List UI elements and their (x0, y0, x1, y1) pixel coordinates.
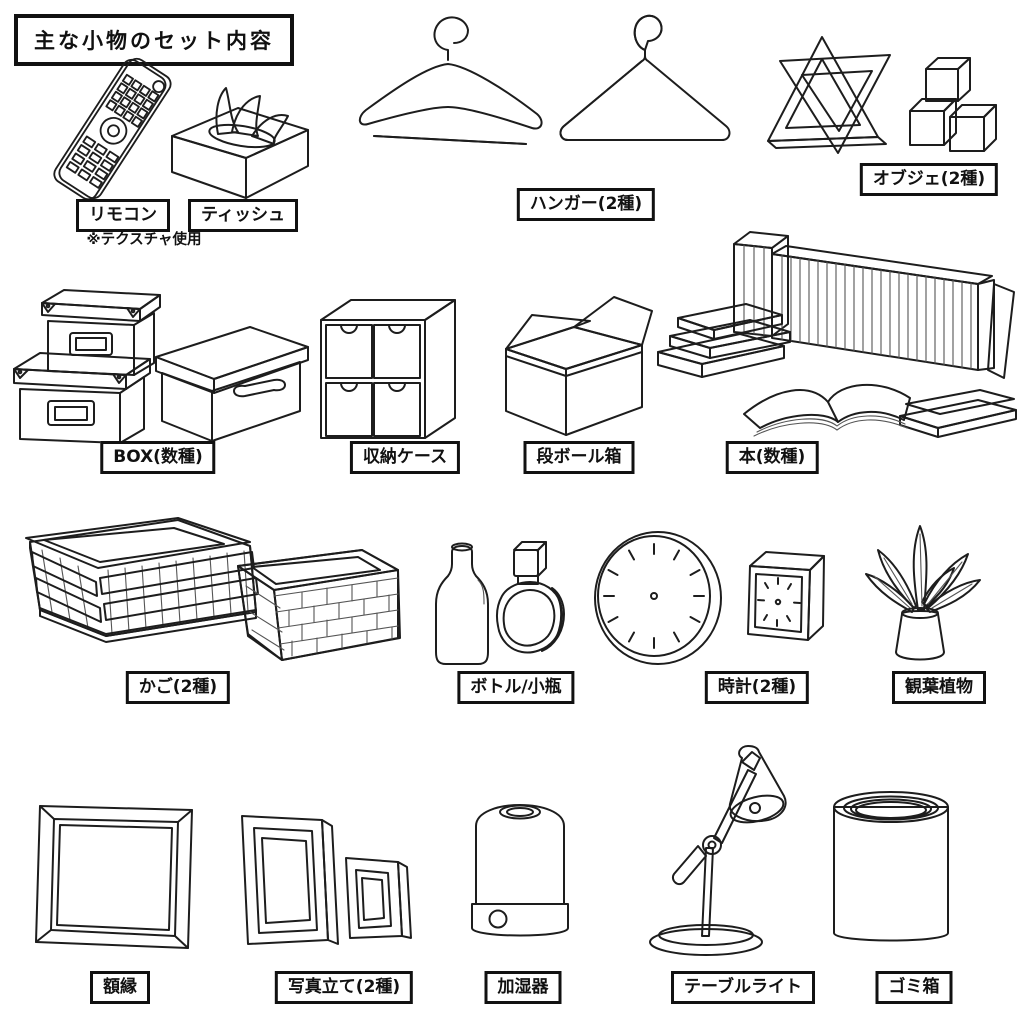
objets-illustration (767, 36, 997, 154)
picture-frame-illustration (35, 805, 193, 949)
item-label-table-light: テーブルライト (671, 971, 815, 1004)
item-clocks (590, 528, 830, 670)
item-label-cardboard: 段ボール箱 (523, 441, 635, 474)
item-label-hanger: ハンガー(2種) (516, 188, 656, 221)
item-table-lamp (636, 718, 796, 963)
item-remote (52, 48, 176, 210)
item-baskets (12, 512, 402, 670)
baskets-illustration (25, 517, 401, 661)
item-label-tissue: ティッシュ (188, 199, 298, 232)
item-boxes (8, 283, 313, 445)
item-drawer-case (313, 290, 465, 442)
item-hanger-wood (348, 10, 553, 182)
item-label-trash: ゴミ箱 (875, 971, 953, 1004)
item-note-remote: ※テクスチャ使用 (86, 232, 202, 248)
hangers-illustration (358, 16, 543, 145)
item-objets (760, 25, 1000, 165)
drawer-case-illustration (320, 299, 456, 439)
item-cardboard (492, 295, 657, 437)
item-bottles (418, 520, 573, 668)
item-books (648, 220, 1018, 438)
bottles-illustration (435, 541, 565, 665)
item-label-clock: 時計(2種) (704, 671, 810, 704)
item-frame (26, 796, 201, 958)
storage-boxes-illustration (13, 289, 309, 444)
item-label-books: 本(数種) (725, 441, 819, 474)
wire-hanger-illustration (559, 14, 731, 141)
photo-stands-illustration (241, 815, 412, 945)
page-title: 主な小物のセット内容 (14, 14, 294, 66)
trash-can-illustration (833, 791, 949, 942)
remote-illustration (53, 57, 172, 201)
item-humidifier (466, 782, 574, 957)
item-label-frame: 額縁 (90, 971, 150, 1004)
item-photo-stands (230, 810, 415, 960)
item-label-humidifier: 加湿器 (484, 971, 562, 1004)
item-label-photo-stand: 写真立て(2種) (274, 971, 414, 1004)
humidifier-illustration (471, 804, 569, 937)
clocks-illustration (594, 531, 825, 665)
item-tissue (160, 78, 318, 202)
item-label-objet: オブジェ(2種) (859, 163, 999, 196)
item-plant (850, 502, 995, 672)
item-label-plant: 観葉植物 (892, 671, 986, 704)
table-lamp-illustration (649, 745, 787, 956)
houseplant-illustration (865, 525, 981, 661)
item-label-basket: かご(2種) (125, 671, 231, 704)
item-trash-can (826, 775, 956, 960)
cardboard-box-illustration (505, 296, 653, 436)
item-label-box: BOX(数種) (100, 441, 216, 474)
books-illustration (657, 231, 1017, 438)
item-label-remote: リモコン (76, 199, 170, 232)
tissue-box-illustration (171, 87, 309, 199)
item-label-storage-case: 収納ケース (349, 441, 461, 474)
item-label-bottle: ボトル/小瓶 (457, 671, 575, 704)
item-hanger-wire (550, 10, 740, 168)
